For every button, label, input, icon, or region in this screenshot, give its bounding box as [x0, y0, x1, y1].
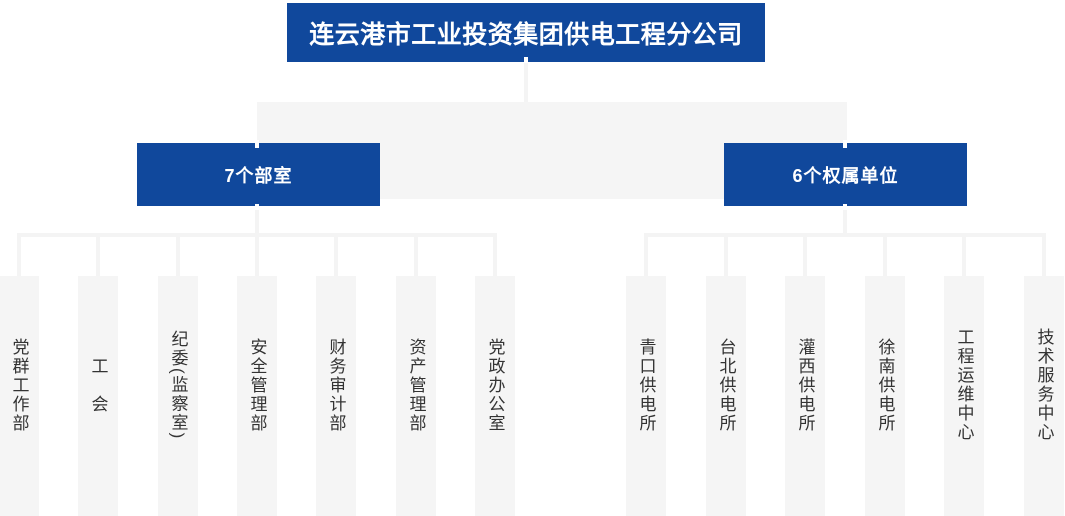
dept-label: 安全管理部	[247, 337, 267, 433]
dept-drop-line	[176, 237, 180, 276]
branch-right-top-notch	[843, 140, 847, 148]
unit-label: 青口供电所	[636, 337, 656, 433]
unit-label: 灌西供电所	[795, 337, 815, 433]
org-root-node: 连云港市工业投资集团供电工程分公司	[287, 3, 765, 62]
unit-label: 徐南供电所	[875, 337, 895, 433]
unit-label: 台北供电所	[716, 337, 736, 433]
group-subsidiaries-node: 6个权属单位	[724, 143, 967, 206]
unit-node: 技术服务中心	[1024, 276, 1064, 516]
unit-drop-line	[803, 237, 807, 276]
unit-drop-line	[724, 237, 728, 276]
unit-node: 灌西供电所	[785, 276, 825, 516]
unit-drop-line	[644, 237, 648, 276]
branch-left-drop-line	[255, 206, 259, 233]
dept-node: 财务审计部	[316, 276, 356, 516]
unit-node: 青口供电所	[626, 276, 666, 516]
dept-label: 党政办公室	[485, 337, 505, 433]
org-root-label: 连云港市工业投资集团供电工程分公司	[309, 20, 743, 49]
dept-label: 资产管理部	[406, 337, 426, 433]
unit-label: 工程运维中心	[954, 328, 974, 442]
dept-drop-line	[17, 237, 21, 276]
unit-label: 技术服务中心	[1034, 328, 1054, 442]
root-connector-notch	[524, 57, 528, 63]
dept-node: 党政办公室	[475, 276, 515, 516]
dept-node: 纪委(监察室)	[158, 276, 198, 516]
branch-left-top-notch	[255, 140, 259, 148]
dept-drop-line	[96, 237, 100, 276]
branch-left-bottom-notch	[255, 204, 259, 210]
unit-drop-line	[962, 237, 966, 276]
dept-drop-line	[414, 237, 418, 276]
group-subsidiaries-label: 6个权属单位	[792, 165, 899, 186]
dept-label: 财务审计部	[326, 337, 346, 433]
unit-drop-line	[883, 237, 887, 276]
dept-label: 党群工作部	[9, 337, 29, 433]
dept-drop-line	[493, 237, 497, 276]
dept-node: 党群工作部	[0, 276, 39, 516]
group-departments-node: 7个部室	[137, 143, 380, 206]
unit-node: 台北供电所	[706, 276, 746, 516]
dept-node: 工 会	[78, 276, 118, 516]
group-departments-label: 7个部室	[224, 165, 293, 186]
unit-node: 工程运维中心	[944, 276, 984, 516]
dept-drop-line	[255, 237, 259, 276]
dept-label: 工 会	[88, 356, 108, 414]
unit-node: 徐南供电所	[865, 276, 905, 516]
branch-right-bottom-notch	[843, 204, 847, 210]
dept-node: 资产管理部	[396, 276, 436, 516]
dept-drop-line	[334, 237, 338, 276]
departments-rail-line	[17, 233, 497, 237]
subsidiaries-rail-line	[644, 233, 1046, 237]
root-connector-line	[524, 62, 528, 102]
unit-drop-line	[1042, 237, 1046, 276]
branch-right-drop-line	[843, 206, 847, 233]
dept-label: 纪委(监察室)	[168, 329, 188, 441]
dept-node: 安全管理部	[237, 276, 277, 516]
